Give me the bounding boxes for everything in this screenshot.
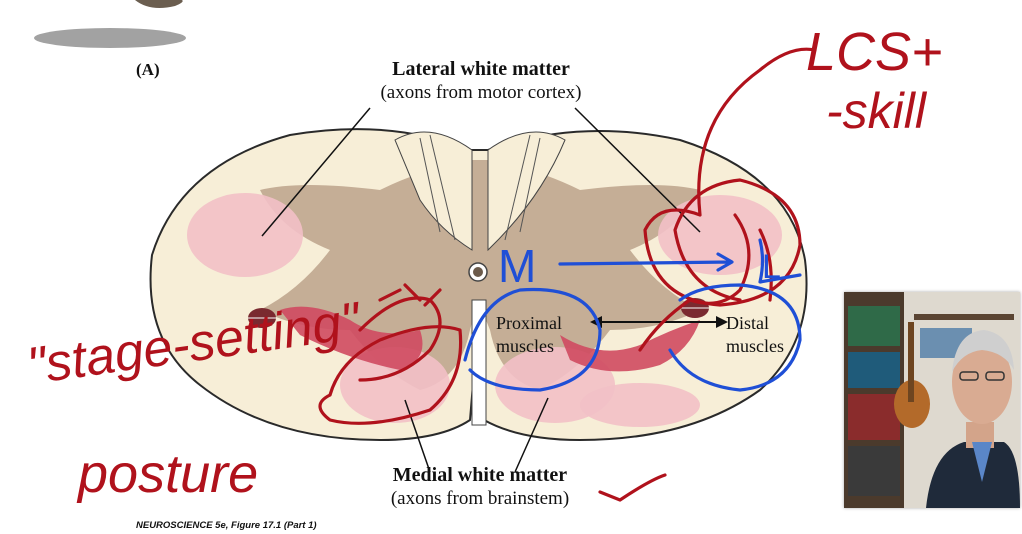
medial-leader-right bbox=[514, 397, 549, 473]
ink-m: M bbox=[498, 240, 536, 292]
distal-label-line1: Distal bbox=[726, 313, 769, 333]
blue-loop-distal bbox=[668, 283, 802, 392]
guitar bbox=[894, 380, 930, 428]
ink-lcs-plus: LCS+ bbox=[806, 22, 943, 82]
medial-white-matter-title: Medial white matter bbox=[392, 464, 568, 486]
lateral-white-matter-title: Lateral white matter bbox=[392, 58, 570, 80]
ink-posture: posture bbox=[76, 444, 258, 504]
distal-muscles-label: Distal muscles bbox=[726, 312, 810, 358]
red-loop-medial bbox=[318, 325, 463, 425]
medial-white-matter-subtitle: (axons from brainstem) bbox=[390, 488, 570, 509]
motor-neurons-left bbox=[280, 306, 423, 370]
image-fragment bbox=[135, 0, 183, 8]
lateral-leader-left bbox=[261, 107, 371, 237]
medial-leader-left bbox=[404, 399, 431, 473]
presenter-video bbox=[844, 292, 1020, 508]
blue-loop-proximal bbox=[463, 287, 602, 392]
ventral-root-left bbox=[248, 308, 276, 328]
lateral-tract-left bbox=[187, 193, 303, 277]
ink-skill: -skill bbox=[826, 83, 928, 139]
figure-caption: NEUROSCIENCE 5e, Figure 17.1 (Part 1) bbox=[136, 520, 317, 531]
presenter bbox=[926, 442, 1020, 508]
lateral-white-matter-subtitle: (axons from motor cortex) bbox=[380, 82, 582, 103]
panel-label: (A) bbox=[136, 60, 160, 79]
distal-label-line2: muscles bbox=[726, 336, 784, 356]
red-checkmark bbox=[598, 473, 667, 502]
proximal-label-line1: Proximal bbox=[496, 313, 562, 333]
blue-arrow-m-to-l bbox=[558, 252, 734, 272]
red-loop-lateral bbox=[643, 47, 817, 307]
proximal-label-line2: muscles bbox=[496, 336, 554, 356]
ink-l: L bbox=[762, 248, 781, 286]
medial-tract-left bbox=[340, 347, 450, 423]
image-fragment-shadow bbox=[34, 28, 186, 48]
proximal-muscles-label: Proximal muscles bbox=[496, 312, 596, 358]
ink-stage-setting: "stage-setting" bbox=[24, 292, 366, 396]
lateral-tract-right bbox=[658, 195, 782, 275]
